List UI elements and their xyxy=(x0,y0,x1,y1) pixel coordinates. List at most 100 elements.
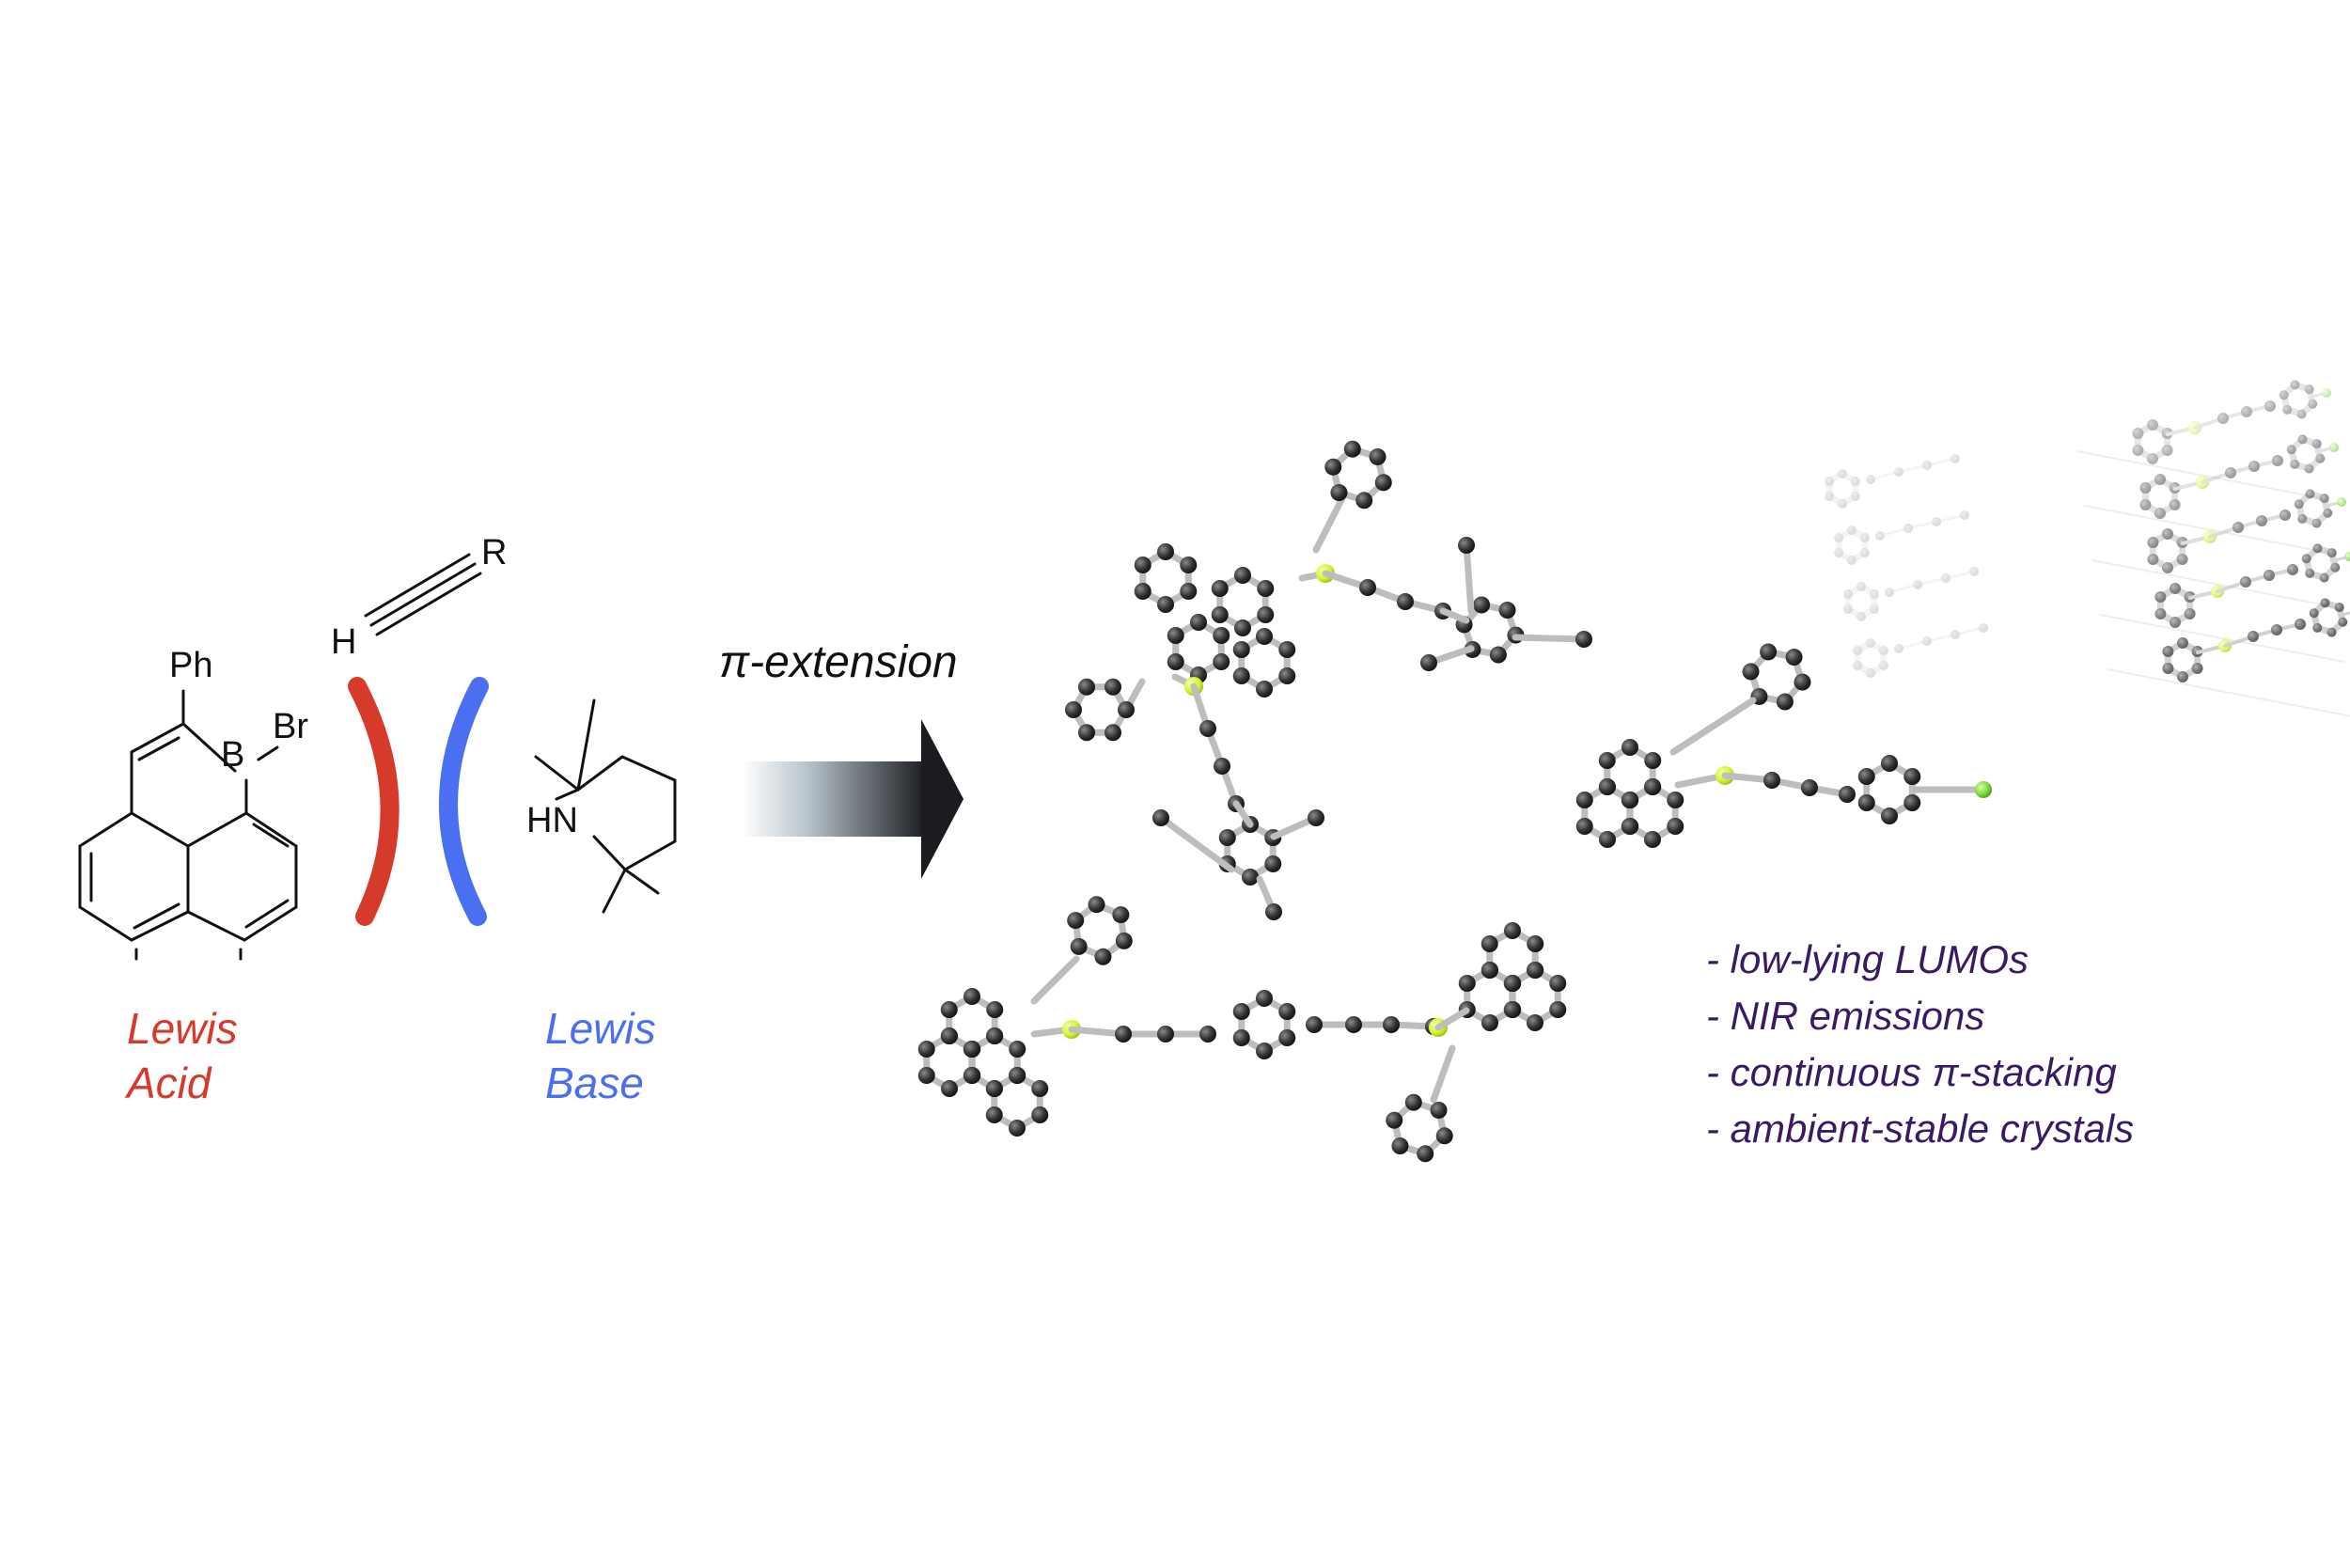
carbon-atom xyxy=(1256,628,1273,645)
boron-label: B xyxy=(221,735,244,775)
carbon-atom xyxy=(1167,627,1184,644)
carbon-atom xyxy=(2147,554,2158,565)
carbon-atom xyxy=(1233,1029,1250,1046)
carbon-atom xyxy=(1644,752,1661,769)
carbon-atom xyxy=(1504,975,1521,992)
carbon-atom xyxy=(1167,653,1184,670)
carbon-atom xyxy=(2312,439,2322,448)
carbon-atom xyxy=(986,1001,1003,1018)
carbon-atom xyxy=(1278,641,1295,658)
carbon-atom xyxy=(1622,818,1638,835)
carbon-atom xyxy=(2308,400,2317,409)
carbon-atom xyxy=(1879,661,1888,670)
carbon-atom xyxy=(1009,1067,1026,1084)
bond xyxy=(132,813,188,846)
carbon-atom xyxy=(1847,556,1856,565)
alkyne-r-label: R xyxy=(481,533,507,572)
alkyne-h-label: H xyxy=(331,622,356,662)
carbon-atom xyxy=(2312,543,2322,553)
carbon-atom xyxy=(1359,579,1376,596)
carbon-atom xyxy=(1344,441,1361,458)
carbon-atom xyxy=(2162,562,2173,573)
carbon-atom xyxy=(2154,474,2166,485)
carbon-atom xyxy=(1256,1043,1273,1059)
carbon-atom xyxy=(2170,583,2181,594)
bond-stick xyxy=(1438,1011,1466,1027)
bond xyxy=(625,870,658,893)
carbon-atom xyxy=(1459,975,1476,992)
carbon-atom xyxy=(2147,453,2158,464)
carbon-atom xyxy=(1213,627,1230,644)
carbon-atom xyxy=(1324,459,1341,476)
carbon-atom xyxy=(2327,548,2337,557)
carbon-atom xyxy=(1278,1029,1295,1046)
carbon-atom xyxy=(2315,454,2325,463)
carbon-atom xyxy=(1499,602,1516,619)
carbon-atom xyxy=(1116,933,1133,949)
carbon-atom xyxy=(1234,619,1251,636)
carbon-atom xyxy=(1386,1112,1402,1129)
carbon-atom xyxy=(1306,1016,1323,1033)
carbon-atom xyxy=(2264,570,2275,581)
carbon-atom xyxy=(1834,533,1843,542)
carbon-atom xyxy=(1825,492,1834,501)
carbon-atom xyxy=(1834,548,1843,557)
carbon-atom xyxy=(1065,701,1082,718)
carbon-atom xyxy=(1853,646,1862,655)
carbon-atom xyxy=(1242,869,1259,886)
carbon-atom xyxy=(1213,653,1230,670)
carbon-atom xyxy=(1118,701,1135,718)
carbon-atom xyxy=(1420,654,1437,671)
triple-bond xyxy=(377,573,480,635)
carbon-atom xyxy=(1104,724,1121,741)
lewis-acid-line1: Lewis xyxy=(127,1004,238,1053)
carbon-atom xyxy=(1199,720,1216,737)
carbon-atom xyxy=(2139,482,2151,494)
carbon-atom xyxy=(1212,606,1229,623)
carbon-atom xyxy=(1763,772,1780,789)
carbon-atom xyxy=(1786,649,1803,666)
carbon-atom xyxy=(1436,1127,1453,1144)
carbon-atom xyxy=(1860,533,1870,542)
carbon-atom xyxy=(1950,630,1960,639)
carbon-atom xyxy=(2297,514,2307,524)
carbon-atom xyxy=(1504,922,1521,939)
carbon-atom xyxy=(964,1067,980,1084)
carbon-atom xyxy=(1115,1026,1132,1043)
carbon-atom xyxy=(1527,962,1543,979)
carbon-atom xyxy=(2132,445,2143,456)
carbon-atom xyxy=(2177,554,2188,565)
carbon-atom xyxy=(1383,1016,1400,1033)
bond-stick xyxy=(1034,959,1076,1001)
carbon-atom xyxy=(1851,477,1860,486)
carbon-atom xyxy=(1979,623,1988,633)
carbon-atom xyxy=(1031,1106,1048,1123)
carbon-atom xyxy=(2297,410,2307,419)
carbon-atom xyxy=(1375,474,1392,491)
carbon-atom xyxy=(1760,643,1777,660)
carbon-atom xyxy=(941,1027,958,1044)
property-item: - NIR emissions xyxy=(1706,994,1984,1038)
carbon-atom xyxy=(1265,903,1282,920)
carbon-atom xyxy=(1922,636,1932,646)
carbon-atom xyxy=(1135,557,1152,573)
crystal-structures xyxy=(918,380,2350,1162)
bond xyxy=(556,790,578,799)
carbon-atom xyxy=(1941,573,1950,583)
carbon-atom xyxy=(2132,428,2143,439)
carbon-atom xyxy=(1549,975,1566,992)
amine-structure: HN xyxy=(526,700,675,912)
carbon-atom xyxy=(1490,647,1507,664)
carbon-atom xyxy=(2320,494,2329,503)
carbon-atom xyxy=(2248,461,2260,472)
carbon-atom xyxy=(1667,792,1684,808)
carbon-atom xyxy=(2327,628,2337,637)
bond xyxy=(578,700,594,790)
carbon-atom xyxy=(1794,674,1810,691)
bond-stick xyxy=(1466,545,1471,611)
carbon-atom xyxy=(2154,608,2166,619)
carbon-atom xyxy=(2338,618,2347,627)
carbon-atom xyxy=(918,1067,935,1084)
carbon-atom xyxy=(964,988,980,1005)
reaction-arrow xyxy=(743,719,964,879)
